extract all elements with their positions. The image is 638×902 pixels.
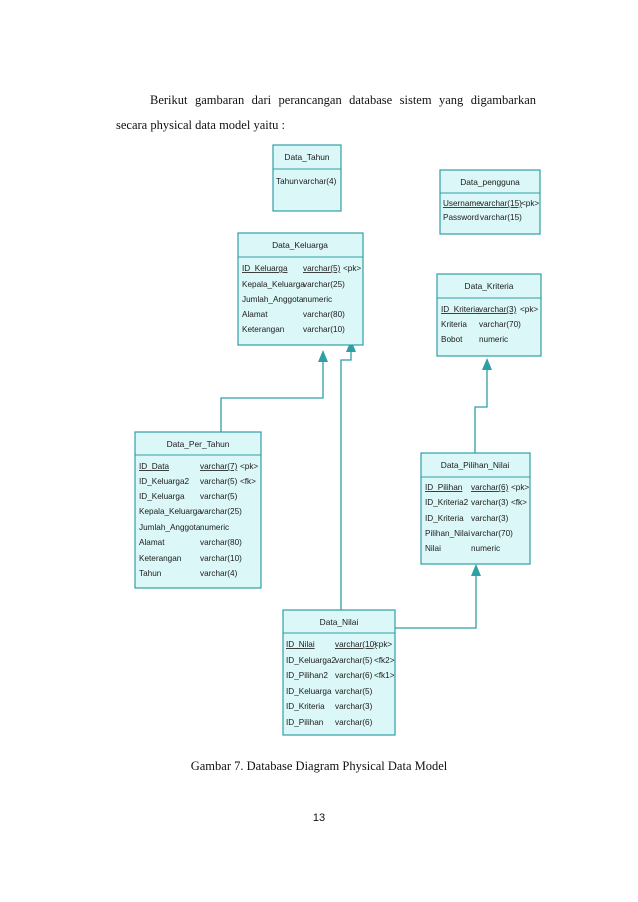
column-type: varchar(3) bbox=[471, 514, 509, 523]
arrow-head-icon bbox=[482, 358, 492, 370]
column-type: varchar(5) bbox=[200, 492, 238, 501]
entity-data-nilai: Data_Nilai ID_Nilai varchar(10) <pk> ID_… bbox=[282, 609, 396, 736]
column-type: varchar(10) bbox=[200, 554, 242, 563]
arrow-head-icon bbox=[346, 340, 356, 352]
column-type: varchar(6) bbox=[471, 483, 509, 492]
column-name: Alamat bbox=[139, 538, 165, 547]
column-type: varchar(5) bbox=[303, 264, 341, 273]
entity-data-pengguna: Data_pengguna Username varchar(15) <pk> … bbox=[439, 169, 541, 235]
intro-line-2: secara physical data model yaitu : bbox=[116, 118, 286, 132]
entity-title: Data_pengguna bbox=[460, 177, 520, 187]
intro-line-1: Berikut gambaran dari perancangan databa… bbox=[150, 93, 536, 107]
column-name: Kriteria bbox=[441, 320, 467, 329]
column-type: varchar(80) bbox=[303, 310, 345, 319]
column-name: ID_Pilihan bbox=[286, 718, 324, 727]
column-name: Keterangan bbox=[242, 325, 285, 334]
column-key: <pk> bbox=[521, 199, 539, 208]
column-type: varchar(3) bbox=[335, 702, 373, 711]
column-type: varchar(10) bbox=[303, 325, 345, 334]
column-name: Keterangan bbox=[139, 554, 182, 563]
column-type: varchar(7) bbox=[200, 462, 238, 471]
column-name: ID_Kriteria2 bbox=[425, 498, 469, 507]
arrow-head-icon bbox=[471, 564, 481, 576]
entity-data-tahun: Data_Tahun Tahun varchar(4) bbox=[272, 144, 342, 212]
link-nilai-to-pilihan-nilai bbox=[395, 574, 477, 629]
column-name: Tahun bbox=[139, 569, 162, 578]
column-name: ID_Keluarga bbox=[139, 492, 185, 501]
column-type: varchar(5) bbox=[335, 656, 373, 665]
column-name: Alamat bbox=[242, 310, 268, 319]
column-name: Kepala_Keluarga bbox=[139, 507, 202, 516]
entity-data-pilihan-nilai: Data_Pilihan_Nilai ID_Pilihan varchar(6)… bbox=[420, 452, 531, 565]
column-name: Username bbox=[443, 199, 481, 208]
column-type: numeric bbox=[479, 335, 508, 344]
column-key: <pk> bbox=[343, 264, 361, 273]
entity-data-per-tahun: Data_Per_Tahun ID_Data varchar(7) <pk> I… bbox=[134, 431, 262, 589]
column-type: varchar(4) bbox=[200, 569, 238, 578]
column-type: varchar(3) bbox=[479, 305, 517, 314]
column-name: ID_Kriteria bbox=[425, 514, 464, 523]
column-key: <fk> bbox=[511, 498, 527, 507]
column-type: varchar(15) bbox=[480, 213, 522, 222]
relationship-links bbox=[220, 340, 492, 629]
column-type: varchar(25) bbox=[200, 507, 242, 516]
column-type: varchar(10) bbox=[335, 640, 377, 649]
column-name: ID_Data bbox=[139, 462, 169, 471]
column-type: varchar(6) bbox=[335, 718, 373, 727]
column-name: ID_Kriteria bbox=[441, 305, 480, 314]
column-key: <fk2> bbox=[374, 656, 395, 665]
entity-data-keluarga: Data_Keluarga ID_Keluarga varchar(5) <pk… bbox=[237, 232, 364, 346]
column-name: ID_Keluarga bbox=[286, 687, 332, 696]
column-name: Tahun bbox=[276, 177, 299, 186]
link-nilai-to-keluarga bbox=[340, 348, 352, 610]
column-name: Bobot bbox=[441, 335, 463, 344]
column-key: <fk1> bbox=[374, 671, 395, 680]
entity-title: Data_Nilai bbox=[320, 617, 359, 627]
column-type: numeric bbox=[200, 523, 229, 532]
column-type: varchar(80) bbox=[200, 538, 242, 547]
column-name: Jumlah_Anggota bbox=[242, 295, 304, 304]
column-key: <pk> bbox=[520, 305, 538, 314]
column-name: ID_Pilihan2 bbox=[286, 671, 328, 680]
link-per-tahun-to-keluarga bbox=[220, 360, 324, 432]
column-name: Password bbox=[443, 213, 479, 222]
entity-title: Data_Kriteria bbox=[465, 281, 514, 291]
column-type: varchar(5) bbox=[335, 687, 373, 696]
column-type: numeric bbox=[303, 295, 332, 304]
entity-data-kriteria: Data_Kriteria ID_Kriteria varchar(3) <pk… bbox=[436, 273, 542, 357]
column-type: varchar(70) bbox=[479, 320, 521, 329]
column-type: numeric bbox=[471, 544, 500, 553]
column-name: Kepala_Keluarga bbox=[242, 280, 305, 289]
column-key: <fk> bbox=[240, 477, 256, 486]
column-type: varchar(4) bbox=[299, 177, 337, 186]
column-type: varchar(70) bbox=[471, 529, 513, 538]
column-name: ID_Pilihan bbox=[425, 483, 463, 492]
column-type: varchar(6) bbox=[335, 671, 373, 680]
column-type: varchar(5) bbox=[200, 477, 238, 486]
column-name: Pilihan_Nilai bbox=[425, 529, 470, 538]
entity-title: Data_Per_Tahun bbox=[167, 439, 230, 449]
column-name: ID_Keluarga bbox=[242, 264, 288, 273]
entity-title: Data_Keluarga bbox=[272, 240, 328, 250]
column-name: ID_Keluarga2 bbox=[286, 656, 337, 665]
link-pilihan-nilai-to-kriteria bbox=[474, 368, 488, 453]
column-name: ID_Keluarga2 bbox=[139, 477, 190, 486]
column-type: varchar(3) bbox=[471, 498, 509, 507]
page-number: 13 bbox=[312, 812, 326, 824]
column-name: Nilai bbox=[425, 544, 441, 553]
arrow-head-icon bbox=[318, 350, 328, 362]
column-name: Jumlah_Anggota bbox=[139, 523, 201, 532]
column-type: varchar(15) bbox=[480, 199, 522, 208]
column-name: ID_Kriteria bbox=[286, 702, 325, 711]
entity-title: Data_Tahun bbox=[284, 152, 330, 162]
column-key: <pk> bbox=[374, 640, 392, 649]
column-key: <pk> bbox=[240, 462, 258, 471]
intro-paragraph: Berikut gambaran dari perancangan databa… bbox=[116, 88, 536, 138]
column-type: varchar(25) bbox=[303, 280, 345, 289]
column-name: ID_Nilai bbox=[286, 640, 315, 649]
entity-title: Data_Pilihan_Nilai bbox=[441, 460, 510, 470]
figure-caption: Gambar 7. Database Diagram Physical Data… bbox=[190, 759, 448, 773]
column-key: <pk> bbox=[511, 483, 529, 492]
